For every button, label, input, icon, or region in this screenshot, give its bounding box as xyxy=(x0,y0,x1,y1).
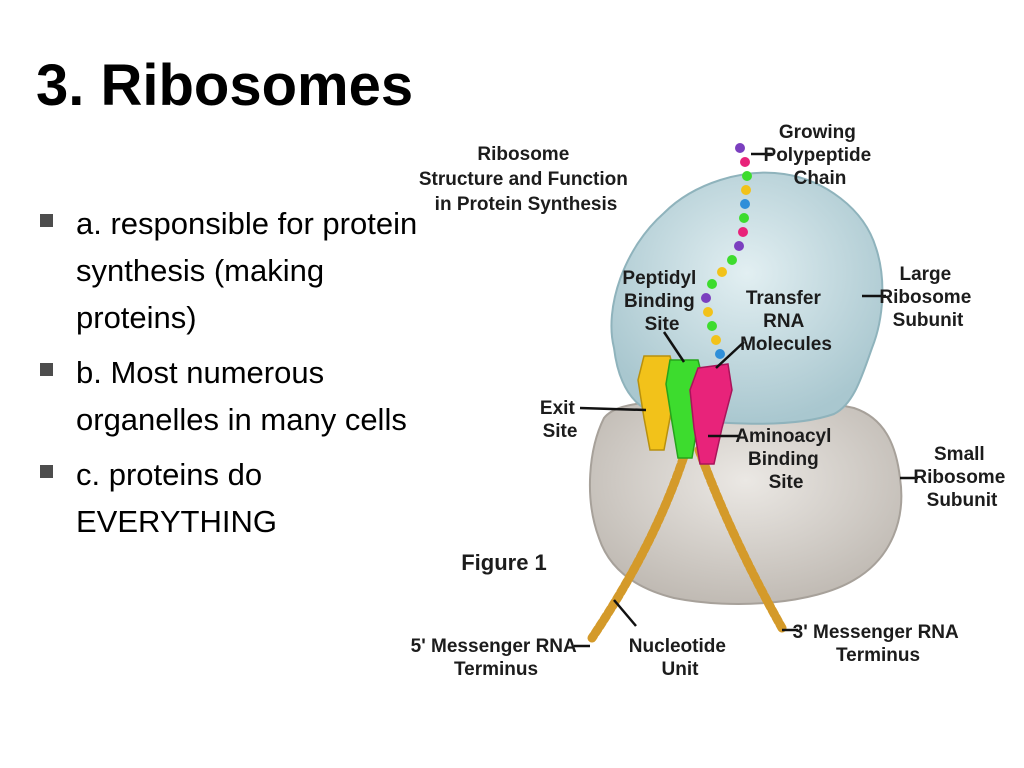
square-bullet-icon xyxy=(40,363,53,376)
bullet-list: a. responsible for protein synthesis (ma… xyxy=(38,200,418,553)
polypeptide-chain xyxy=(701,143,752,359)
label-exit-site: Exit Site xyxy=(540,398,580,442)
bullet-text: a. responsible for protein synthesis (ma… xyxy=(76,206,418,335)
label-large-subunit: Large Ribosome Subunit xyxy=(879,264,976,331)
leader-transfer-rna xyxy=(715,341,745,369)
slide-title: 3. Ribosomes xyxy=(36,53,414,118)
bullet-item: b. Most numerous organelles in many cell… xyxy=(38,349,418,443)
square-bullet-icon xyxy=(40,214,53,227)
leader-exit-site xyxy=(579,406,647,412)
label-growing-chain: Growing Polypeptide Chain xyxy=(764,122,877,189)
label-mrna-5: 5' Messenger RNA Terminus xyxy=(411,636,582,680)
square-bullet-icon xyxy=(40,465,53,478)
leader-peptidyl-site xyxy=(662,331,686,363)
ribosome-diagram: Ribosome Structure and Function in Prote… xyxy=(411,122,1006,680)
bullet-item: c. proteins do EVERYTHING xyxy=(38,451,418,545)
aminoacyl-site-trna xyxy=(689,363,733,465)
diagram-heading: Ribosome Structure and Function in Prote… xyxy=(419,144,633,215)
figure-caption: Figure 1 xyxy=(461,550,547,575)
label-peptidyl-site: Peptidyl Binding Site xyxy=(622,268,701,335)
bullet-text: c. proteins do EVERYTHING xyxy=(76,457,277,539)
bullet-text: b. Most numerous organelles in many cell… xyxy=(76,355,407,437)
leader-nucleotide-unit xyxy=(613,599,637,627)
label-aminoacyl-site: Aminoacyl Binding Site xyxy=(735,426,836,493)
mrna-3-strand xyxy=(694,445,787,633)
label-small-subunit: Small Ribosome Subunit xyxy=(913,444,1010,511)
label-transfer-rna: Transfer RNA Molecules xyxy=(740,288,832,355)
label-mrna-3: 3' Messenger RNA Terminus xyxy=(793,622,964,666)
mrna-5-strand xyxy=(587,445,691,643)
bullet-item: a. responsible for protein synthesis (ma… xyxy=(38,200,418,341)
label-nucleotide-unit: Nucleotide Unit xyxy=(629,636,731,680)
